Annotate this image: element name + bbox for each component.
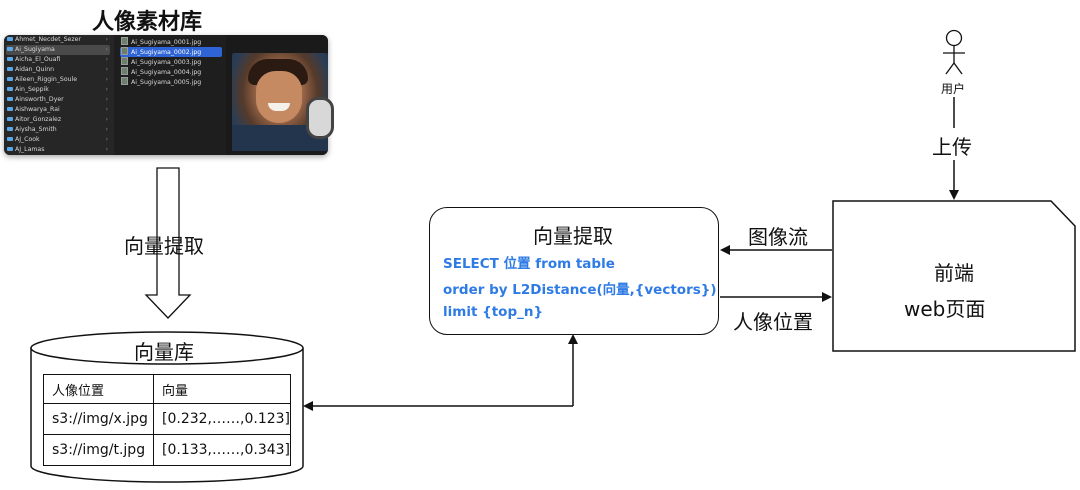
image-file-icon [121,57,128,65]
chevron-right-icon: › [105,96,108,103]
frontend-page-shape [832,200,1076,352]
folder-icon [7,136,13,141]
folder-icon [7,56,13,61]
frontend-label-line2: web页面 [904,297,986,321]
file-column: Ai_Sugiyama_0001.jpg Ai_Sugiyama_0002.jp… [116,35,224,155]
sql-line-3: limit {top_n} [443,304,544,320]
chevron-right-icon: › [105,66,108,73]
folder-item[interactable]: Aiysha_Smith› [6,125,110,135]
table-row: s3://img/t.jpg [0.133,……,0.343] [42,434,291,466]
folder-item[interactable]: AJ_Lamas› [6,145,110,155]
folder-item[interactable]: Aidan_Quinn› [6,65,110,75]
folder-icon [7,146,13,151]
image-file-icon [121,47,128,55]
position-arrowhead [822,292,832,302]
chevron-right-icon: › [105,46,108,53]
folder-icon [7,86,13,91]
chevron-right-icon: › [105,56,108,63]
extract-box-title: 向量提取 [533,224,613,248]
file-item-selected[interactable]: Ai_Sugiyama_0002.jpg [120,47,222,57]
table-header-cell: 向量 [153,374,291,404]
chevron-right-icon: › [105,86,108,93]
table-cell: [0.232,……,0.123] [153,403,291,435]
folder-item[interactable]: Aishwarya_Rai› [6,105,110,115]
sql-line-1: SELECT 位置 from table [443,256,615,272]
folder-item[interactable]: Aitor_Gonzalez› [6,115,110,125]
table-cell: s3://img/x.jpg [42,403,155,435]
folder-icon [7,96,13,101]
image-file-icon [121,77,128,85]
chevron-right-icon: › [105,136,108,143]
folder-icon [7,76,13,81]
user-stick-figure [943,29,965,75]
chevron-right-icon: › [105,146,108,153]
file-item[interactable]: Ai_Sugiyama_0004.jpg [120,67,222,77]
library-title: 人像素材库 [92,10,203,35]
folder-item[interactable]: Ahmet_Necdet_Sezer› [6,35,110,45]
folder-icon [7,46,13,51]
frontend-label-line1: 前端 [934,261,974,285]
table-cell: s3://img/t.jpg [42,434,155,466]
folder-icon [7,106,13,111]
chevron-right-icon: › [105,76,108,83]
folder-item[interactable]: Ainsworth_Dyer› [6,95,110,105]
chevron-right-icon: › [105,106,108,113]
hollow-down-arrow [144,167,192,319]
folder-item[interactable]: AJ_Cook› [6,135,110,145]
folder-icon [7,66,13,71]
query-connector [312,342,574,407]
vector-extract-box [429,207,719,335]
folder-icon [7,116,13,121]
user-label: 用户 [941,82,966,96]
portrait-preview-image [232,53,334,151]
folder-item[interactable]: Ain_Seppik› [6,85,110,95]
folder-icon [7,126,13,131]
arrow-left-head [303,401,313,411]
image-file-icon [121,37,128,45]
vector-db-table: 人像位置 向量 s3://img/x.jpg [0.232,……,0.123] … [42,374,291,466]
file-item[interactable]: Ai_Sugiyama_0003.jpg [120,57,222,67]
image-stream-arrowhead [720,245,730,255]
chevron-right-icon: › [105,36,108,43]
table-row: s3://img/x.jpg [0.232,……,0.123] [42,403,291,435]
image-file-icon [121,67,128,75]
table-header-row: 人像位置 向量 [42,374,291,404]
arrow-up-head [568,334,578,344]
folder-column: Ahmet_Necdet_Sezer› Ai_Sugiyama› Aicha_E… [4,35,114,155]
folder-item[interactable]: Aicha_El_Ouafi› [6,55,110,65]
chevron-right-icon: › [105,126,108,133]
file-item[interactable]: Ai_Sugiyama_0001.jpg [120,37,222,47]
upload-label: 上传 [932,135,972,159]
folder-item-selected[interactable]: Ai_Sugiyama› [6,45,110,55]
folder-icon [7,36,13,41]
table-header-cell: 人像位置 [42,374,155,404]
portrait-position-label: 人像位置 [733,310,813,334]
file-item[interactable]: Ai_Sugiyama_0005.jpg [120,77,222,87]
upload-arrowhead [949,190,959,200]
chevron-right-icon: › [105,116,108,123]
sql-line-2: order by L2Distance(向量,{vectors}) [443,282,717,298]
vector-db-title: 向量库 [134,340,194,364]
image-stream-label: 图像流 [748,225,808,249]
folder-item[interactable]: Aileen_Riggin_Soule› [6,75,110,85]
vector-extract-left-label: 向量提取 [124,234,204,258]
table-cell: [0.133,……,0.343] [153,434,291,466]
